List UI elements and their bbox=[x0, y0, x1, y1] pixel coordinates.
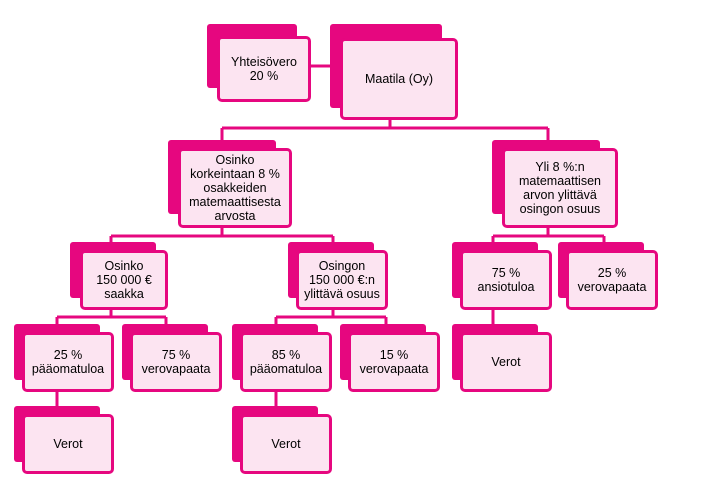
node-verot-mid: Verot bbox=[232, 406, 332, 474]
node-verovapaa-75-label: 75 % verovapaata bbox=[130, 332, 222, 392]
node-verot-right: Verot bbox=[452, 324, 552, 392]
node-osinko-korkeintaan-label: Osinko korkeintaan 8 % osakkeiden matema… bbox=[178, 148, 292, 228]
node-ansiotulo-75: 75 % ansiotuloa bbox=[452, 242, 552, 310]
node-osinko-150: Osinko 150 000 € saakka bbox=[70, 242, 168, 310]
node-yhteisovero-label: Yhteisövero 20 % bbox=[217, 36, 311, 102]
node-maatila: Maatila (Oy) bbox=[330, 24, 460, 121]
node-verovapaa-15-label: 15 % verovapaata bbox=[348, 332, 440, 392]
node-osinko-korkeintaan: Osinko korkeintaan 8 % osakkeiden matema… bbox=[168, 140, 292, 230]
node-osingon-150-ylittava: Osingon 150 000 €:n ylittävä osuus bbox=[288, 242, 388, 310]
node-ansiotulo-75-label: 75 % ansiotuloa bbox=[460, 250, 552, 310]
node-verovapaa-25: 25 % verovapaata bbox=[558, 242, 658, 310]
node-verovapaa-15: 15 % verovapaata bbox=[340, 324, 440, 392]
node-paaomatulo-85-label: 85 % pääomatuloa bbox=[240, 332, 332, 392]
node-paaomatulo-25-label: 25 % pääomatuloa bbox=[22, 332, 114, 392]
node-verot-mid-label: Verot bbox=[240, 414, 332, 474]
node-paaomatulo-85: 85 % pääomatuloa bbox=[232, 324, 332, 392]
node-verovapaa-25-label: 25 % verovapaata bbox=[566, 250, 658, 310]
node-verot-left-label: Verot bbox=[22, 414, 114, 474]
node-yhteisovero: Yhteisövero 20 % bbox=[207, 24, 311, 102]
node-osinko-150-label: Osinko 150 000 € saakka bbox=[80, 250, 168, 310]
node-paaomatulo-25: 25 % pääomatuloa bbox=[14, 324, 114, 392]
node-yli-8-label: Yli 8 %:n matemaattisen arvon ylittävä o… bbox=[502, 148, 618, 228]
node-maatila-label: Maatila (Oy) bbox=[340, 38, 458, 120]
node-verot-left: Verot bbox=[14, 406, 114, 474]
node-osingon-150-ylittava-label: Osingon 150 000 €:n ylittävä osuus bbox=[296, 250, 388, 310]
node-verot-right-label: Verot bbox=[460, 332, 552, 392]
node-yli-8: Yli 8 %:n matemaattisen arvon ylittävä o… bbox=[492, 140, 618, 228]
node-verovapaa-75: 75 % verovapaata bbox=[122, 324, 222, 392]
